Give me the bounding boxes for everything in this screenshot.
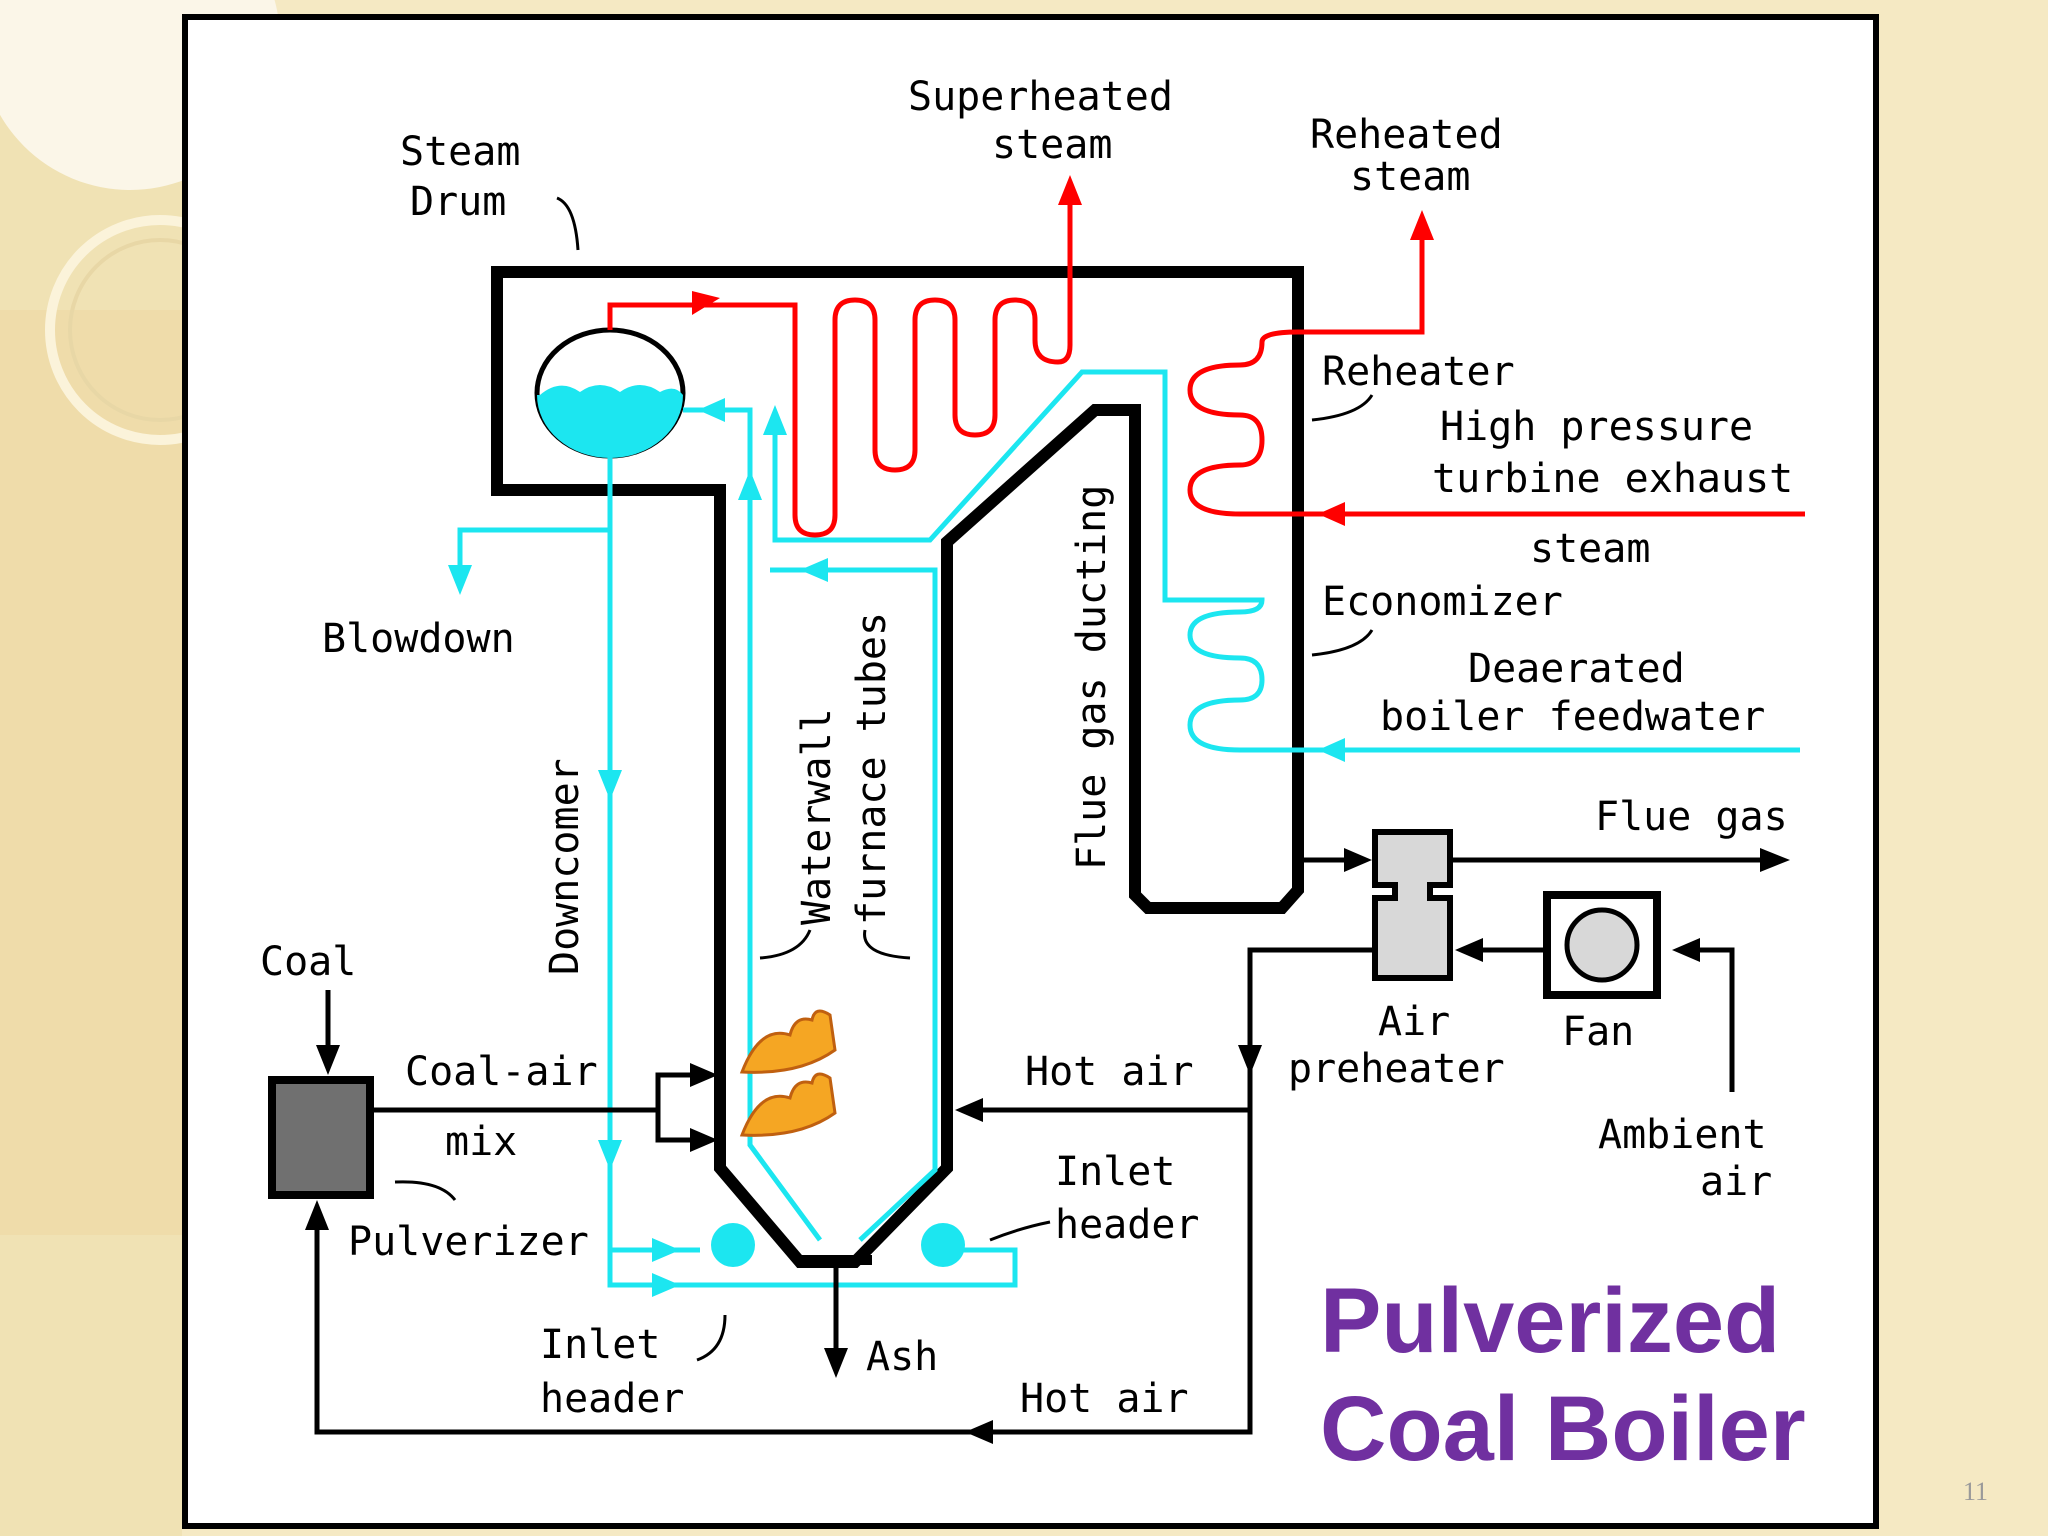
label-fan: Fan (1562, 1009, 1634, 1055)
label-reheated-1: Reheated (1310, 112, 1503, 158)
steam-flow-arrow (692, 291, 720, 315)
inlet-header-right-dot (921, 1223, 965, 1267)
flue-gas-arrow (1760, 848, 1790, 872)
label-waterwall-2: furnace tubes (849, 612, 895, 925)
label-economizer: Economizer (1322, 579, 1563, 625)
label-air-preheater-1: Air (1378, 999, 1450, 1045)
label-superheated-2: steam (992, 122, 1112, 168)
label-waterwall-1: Waterwall (794, 708, 840, 925)
reheater-coils (1187, 225, 1805, 517)
hot-air-line (314, 947, 1385, 1435)
title-line-1: Pulverized (1320, 1270, 1780, 1372)
label-hp-exhaust-1: High pressure (1440, 404, 1753, 450)
coal-arrow (316, 1045, 340, 1075)
label-coal-air-2: mix (445, 1119, 517, 1165)
label-coal: Coal (260, 939, 356, 985)
label-steam-drum-1: Steam (400, 129, 520, 175)
label-superheated-1: Superheated (908, 74, 1173, 120)
label-hot-air-lower: Hot air (1020, 1376, 1189, 1422)
reheated-steam-arrow (1410, 210, 1434, 240)
burner-flames (739, 1009, 837, 1137)
label-steam-drum-2: Drum (410, 179, 506, 225)
hp-exhaust-arrow (1318, 502, 1345, 526)
label-feedwater-2: boiler feedwater (1380, 694, 1765, 740)
inlet-header-left-dot (711, 1223, 755, 1267)
pulverizer-box (268, 1076, 374, 1199)
page-number: 11 (1963, 1477, 1988, 1506)
label-reheater: Reheater (1322, 349, 1515, 395)
air-preheater (1372, 829, 1453, 981)
label-inlet-header-left-1: Inlet (540, 1322, 660, 1368)
label-flue-gas-ducting: Flue gas ducting (1069, 485, 1115, 870)
blowdown-arrow (448, 565, 472, 595)
label-ambient-air-2: air (1700, 1159, 1772, 1205)
boiler-outline (491, 266, 1304, 1268)
label-pulverizer: Pulverizer (348, 1219, 589, 1265)
superheated-steam-arrow (1058, 175, 1082, 205)
feedwater-arrow (1318, 738, 1345, 762)
steam-drum (534, 327, 686, 459)
label-flue-gas: Flue gas (1595, 794, 1788, 840)
title-line-2: Coal Boiler (1320, 1378, 1806, 1480)
label-feedwater-1: Deaerated (1468, 646, 1685, 692)
label-blowdown: Blowdown (322, 616, 515, 662)
economizer-coils (772, 369, 1800, 753)
label-hp-exhaust-3: steam (1530, 526, 1650, 572)
label-ambient-air-1: Ambient (1598, 1112, 1767, 1158)
pointer-arrows (394, 196, 1374, 1362)
label-air-preheater-2: preheater (1288, 1046, 1505, 1092)
label-inlet-header-right-2: header (1055, 1202, 1200, 1248)
label-inlet-header-left-2: header (540, 1376, 685, 1422)
label-inlet-header-right-1: Inlet (1055, 1149, 1175, 1195)
label-hot-air-upper: Hot air (1025, 1049, 1194, 1095)
superheater-tubes (607, 190, 1073, 538)
label-coal-air-1: Coal-air (405, 1049, 598, 1095)
label-hp-exhaust-2: turbine exhaust (1432, 456, 1793, 502)
fan (1543, 891, 1661, 999)
label-ash: Ash (866, 1334, 938, 1380)
label-downcomer: Downcomer (542, 758, 588, 975)
ash-arrow (824, 1348, 848, 1378)
label-reheated-2: steam (1350, 154, 1470, 200)
coal-air-line (370, 1072, 700, 1143)
